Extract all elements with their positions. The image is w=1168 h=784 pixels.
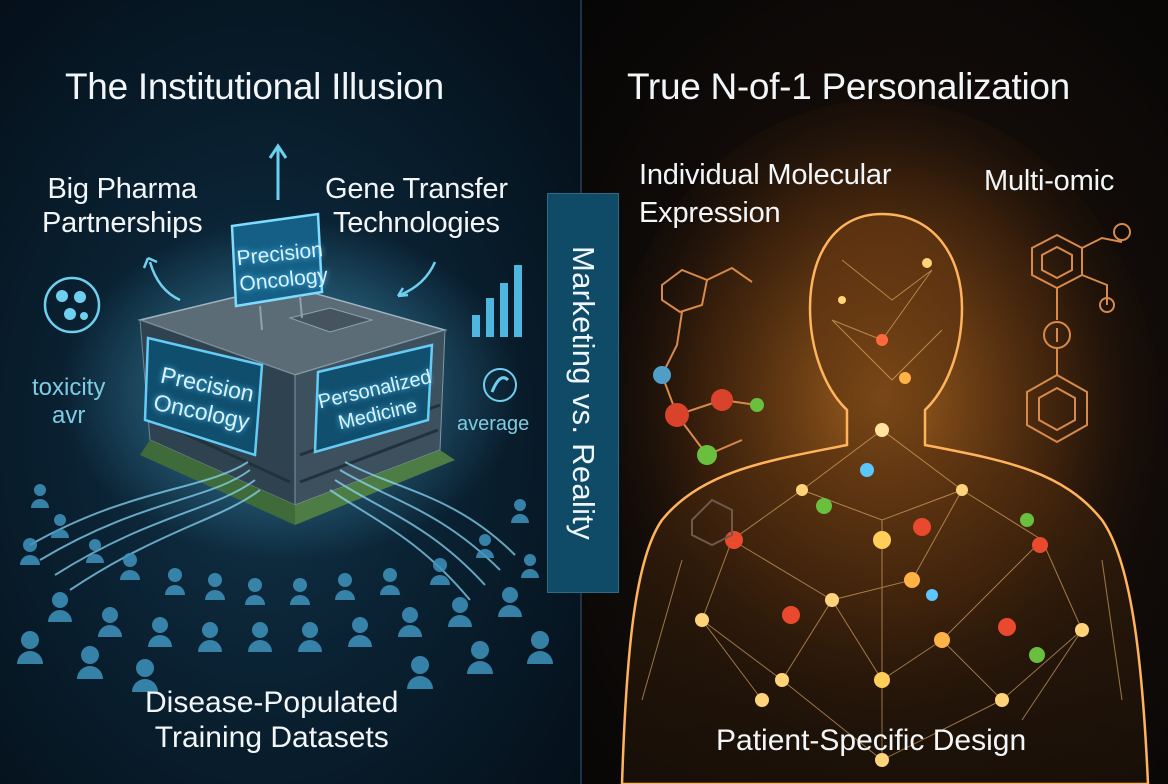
multi-omic-label: Multi-omic bbox=[984, 165, 1115, 197]
average-label: average bbox=[457, 413, 530, 435]
gene-transfer-label: Gene Transfer Technologies bbox=[325, 173, 508, 239]
divider-banner bbox=[547, 193, 619, 593]
data-stream-left bbox=[29, 461, 261, 591]
curved-arrow-left-icon bbox=[148, 261, 181, 302]
molecular-expression-label: Individual Molecular Expression bbox=[639, 159, 892, 229]
molecular-nodes bbox=[695, 258, 1089, 767]
divider-banner-label: Marketing vs. Reality bbox=[566, 245, 601, 541]
human-silhouette bbox=[620, 212, 1150, 784]
institutional-illusion-panel: The Institutional Illusion Big Pharma Pa… bbox=[0, 0, 582, 784]
patient-specific-label: Patient-Specific Design bbox=[716, 724, 1027, 757]
institution-illustration bbox=[17, 143, 553, 692]
molecule-atoms-left bbox=[653, 366, 764, 465]
data-stream-right bbox=[329, 461, 516, 601]
curved-arrow-right-icon bbox=[399, 261, 437, 297]
molecule-structure-right-icon bbox=[1026, 223, 1131, 444]
right-panel-title: True N-of-1 Personalization bbox=[627, 66, 1070, 107]
molecule-circle-icon bbox=[43, 276, 101, 334]
up-arrow-icon bbox=[268, 143, 288, 200]
institution-building bbox=[137, 212, 455, 525]
crowd-people-icons bbox=[17, 484, 553, 692]
toxicity-label: toxicity avr bbox=[32, 374, 106, 429]
big-pharma-label: Big Pharma Partnerships bbox=[42, 173, 203, 239]
top-sign-label: Precision Oncology bbox=[235, 238, 329, 297]
training-datasets-label: Disease-Populated Training Datasets bbox=[145, 686, 399, 754]
n-of-1-panel: True N-of-1 Personalization Individual M… bbox=[582, 0, 1168, 784]
left-panel-title: The Institutional Illusion bbox=[65, 66, 444, 107]
human-network-illustration bbox=[602, 100, 1162, 784]
bar-chart-icon bbox=[472, 265, 522, 337]
knot-icon bbox=[483, 368, 517, 402]
